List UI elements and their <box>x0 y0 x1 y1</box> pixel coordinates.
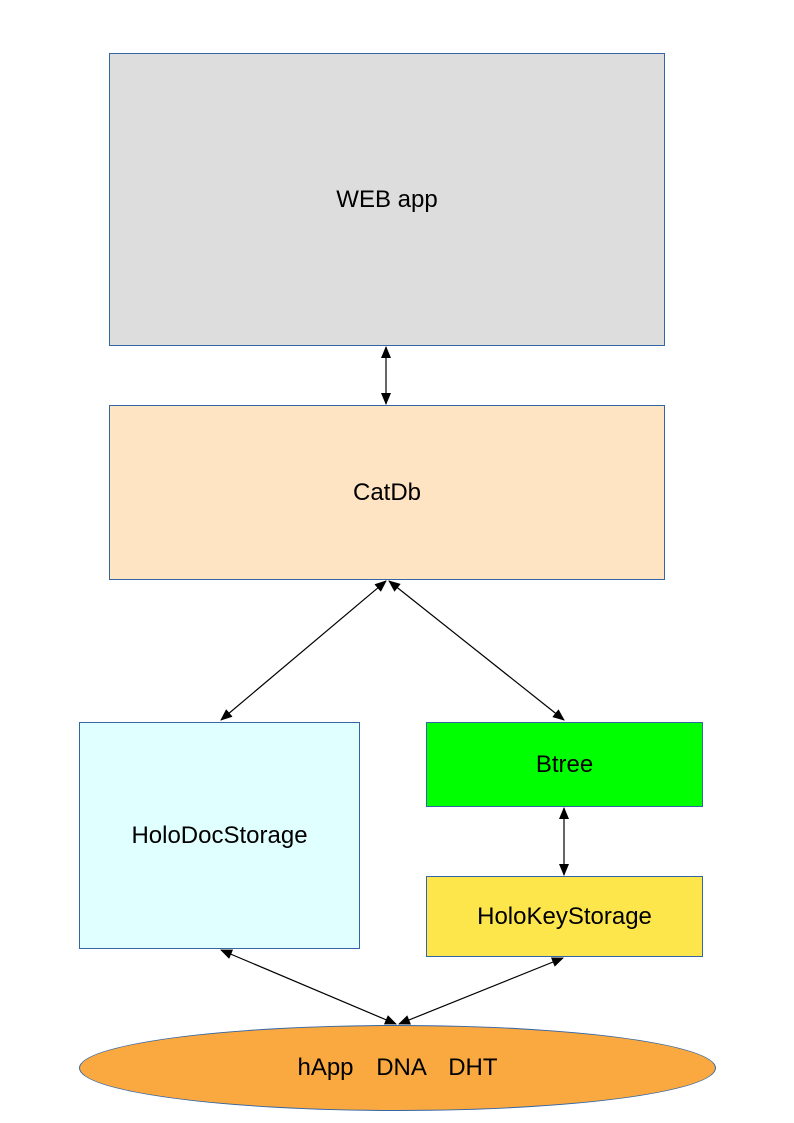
edge-holodocstorage-dht <box>220 949 397 1025</box>
catdb-box: CatDb <box>109 405 665 580</box>
holo-key-storage-box: HoloKeyStorage <box>426 876 703 957</box>
web-app-label: WEB app <box>336 185 438 213</box>
web-app-box: WEB app <box>109 53 665 346</box>
btree-label: Btree <box>535 750 594 778</box>
edge-catdb-btree <box>388 580 565 721</box>
edge-catdb-holodocstorage <box>220 580 387 721</box>
holo-doc-storage-label: HoloDocStorage <box>131 821 308 849</box>
btree-box: Btree <box>426 722 703 807</box>
edge-holokeystorage-dht <box>398 957 564 1025</box>
holo-doc-storage-box: HoloDocStorage <box>79 722 360 949</box>
happ-dna-dht-label: hApp DNA DHT <box>297 1054 498 1081</box>
happ-dna-dht-ellipse: hApp DNA DHT <box>79 1025 716 1111</box>
catdb-label: CatDb <box>352 478 422 506</box>
holo-key-storage-label: HoloKeyStorage <box>477 902 652 930</box>
